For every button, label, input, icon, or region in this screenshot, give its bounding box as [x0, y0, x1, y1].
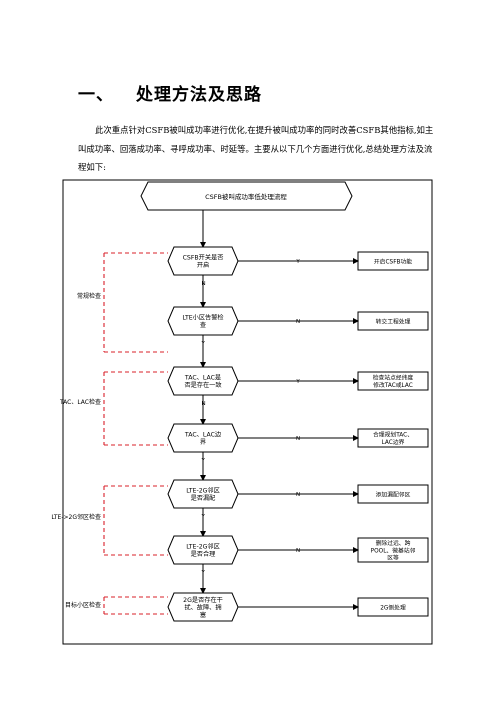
action-label: 修改TAC或LAC — [373, 381, 413, 389]
branch-label: Y — [295, 259, 300, 265]
section-heading: 一、 处理方法及思路 — [78, 80, 262, 105]
check-group: 常规检查 — [77, 252, 168, 353]
decision-label: LTE-2G邻区 — [186, 543, 220, 551]
check-group: 目标小区检查 — [65, 596, 168, 615]
branch-label: N — [202, 281, 206, 287]
decision-label: CSFB开关是否 — [183, 254, 224, 262]
decision-label: 扰、故障、拥 — [184, 603, 221, 611]
branch-label: Y — [201, 514, 206, 520]
branch-label: Y — [201, 570, 206, 576]
action-label: 删除过远、跨 — [376, 539, 411, 547]
decision-shape — [167, 479, 239, 509]
decision-shape — [167, 535, 239, 565]
decision-label: 塞 — [200, 611, 206, 619]
group-label: 常规检查 — [77, 292, 101, 300]
check-group: TAC、LAC检查 — [59, 371, 168, 446]
decision-label: 查 — [200, 321, 206, 329]
decision-label: 开启 — [197, 261, 209, 269]
group-label: LTE->2G邻区检查 — [51, 513, 101, 521]
branch-label: Y — [201, 341, 206, 347]
action-node: 合理规划TAC、LAC边界 — [357, 428, 429, 448]
decision-label: 是否合理 — [191, 550, 216, 558]
action-label: LAC边界 — [382, 438, 405, 446]
flowchart-frame — [62, 179, 433, 645]
decision-label: TAC、LAC边 — [184, 431, 222, 439]
action-label: POOL、微基站邻 — [371, 546, 416, 554]
decision-shape — [167, 592, 239, 622]
branch-label: N — [296, 548, 300, 554]
action-node: 开启CSFB功能 — [357, 251, 429, 271]
action-label: 开启CSFB功能 — [374, 257, 412, 265]
decision-label: LTE-2G邻区 — [186, 487, 220, 495]
intro-text: 此次重点针对CSFB被叫成功率进行优化,在提升被叫成功率的同时改善CSFB其他指… — [78, 125, 434, 172]
branch-label: Y — [201, 458, 206, 464]
group-label: 目标小区检查 — [65, 601, 101, 609]
action-label: 合理规划TAC、 — [373, 431, 413, 439]
decision-label: 否是存在一致 — [184, 381, 221, 389]
branch-label: N — [296, 492, 300, 498]
group-label: TAC、LAC检查 — [59, 398, 101, 406]
check-group: LTE->2G邻区检查 — [51, 485, 168, 556]
branch-label: N — [296, 319, 300, 325]
decision-label: 界 — [200, 439, 206, 446]
decision-shape — [167, 366, 239, 396]
decision-shape — [167, 306, 239, 336]
action-label: 2G侧处理 — [380, 603, 406, 611]
decision-label: 2G是否存在干 — [183, 596, 223, 604]
branch-label: N — [296, 436, 300, 442]
action-label: 转交工程处理 — [376, 317, 411, 325]
section-title: 处理方法及思路 — [136, 85, 262, 105]
action-label: 添加漏配邻区 — [376, 490, 411, 498]
action-node: 转交工程处理 — [357, 311, 429, 331]
branch-label: N — [202, 401, 206, 407]
decision-label: LTE小区告警检 — [182, 314, 223, 322]
section-number: 一、 — [78, 85, 114, 105]
decision-node: TAC、LAC边界 — [167, 423, 239, 453]
decision-label: TAC、LAC是 — [184, 375, 221, 382]
decision-shape — [167, 246, 239, 276]
action-label: 区等 — [387, 554, 399, 562]
flowchart-title: CSFB被叫成功率低处理流程 — [140, 181, 353, 211]
flowchart-title-text: CSFB被叫成功率低处理流程 — [205, 192, 287, 201]
intro-paragraph: 此次重点针对CSFB被叫成功率进行优化,在提升被叫成功率的同时改善CSFB其他指… — [78, 121, 438, 177]
decision-label: 是否漏配 — [191, 494, 216, 502]
branch-label: Y — [295, 379, 300, 385]
action-label: 检查站点经纬度 — [373, 374, 414, 382]
action-node: 添加漏配邻区 — [357, 484, 429, 504]
action-node: 2G侧处理 — [357, 597, 429, 617]
decision-shape — [167, 423, 239, 453]
